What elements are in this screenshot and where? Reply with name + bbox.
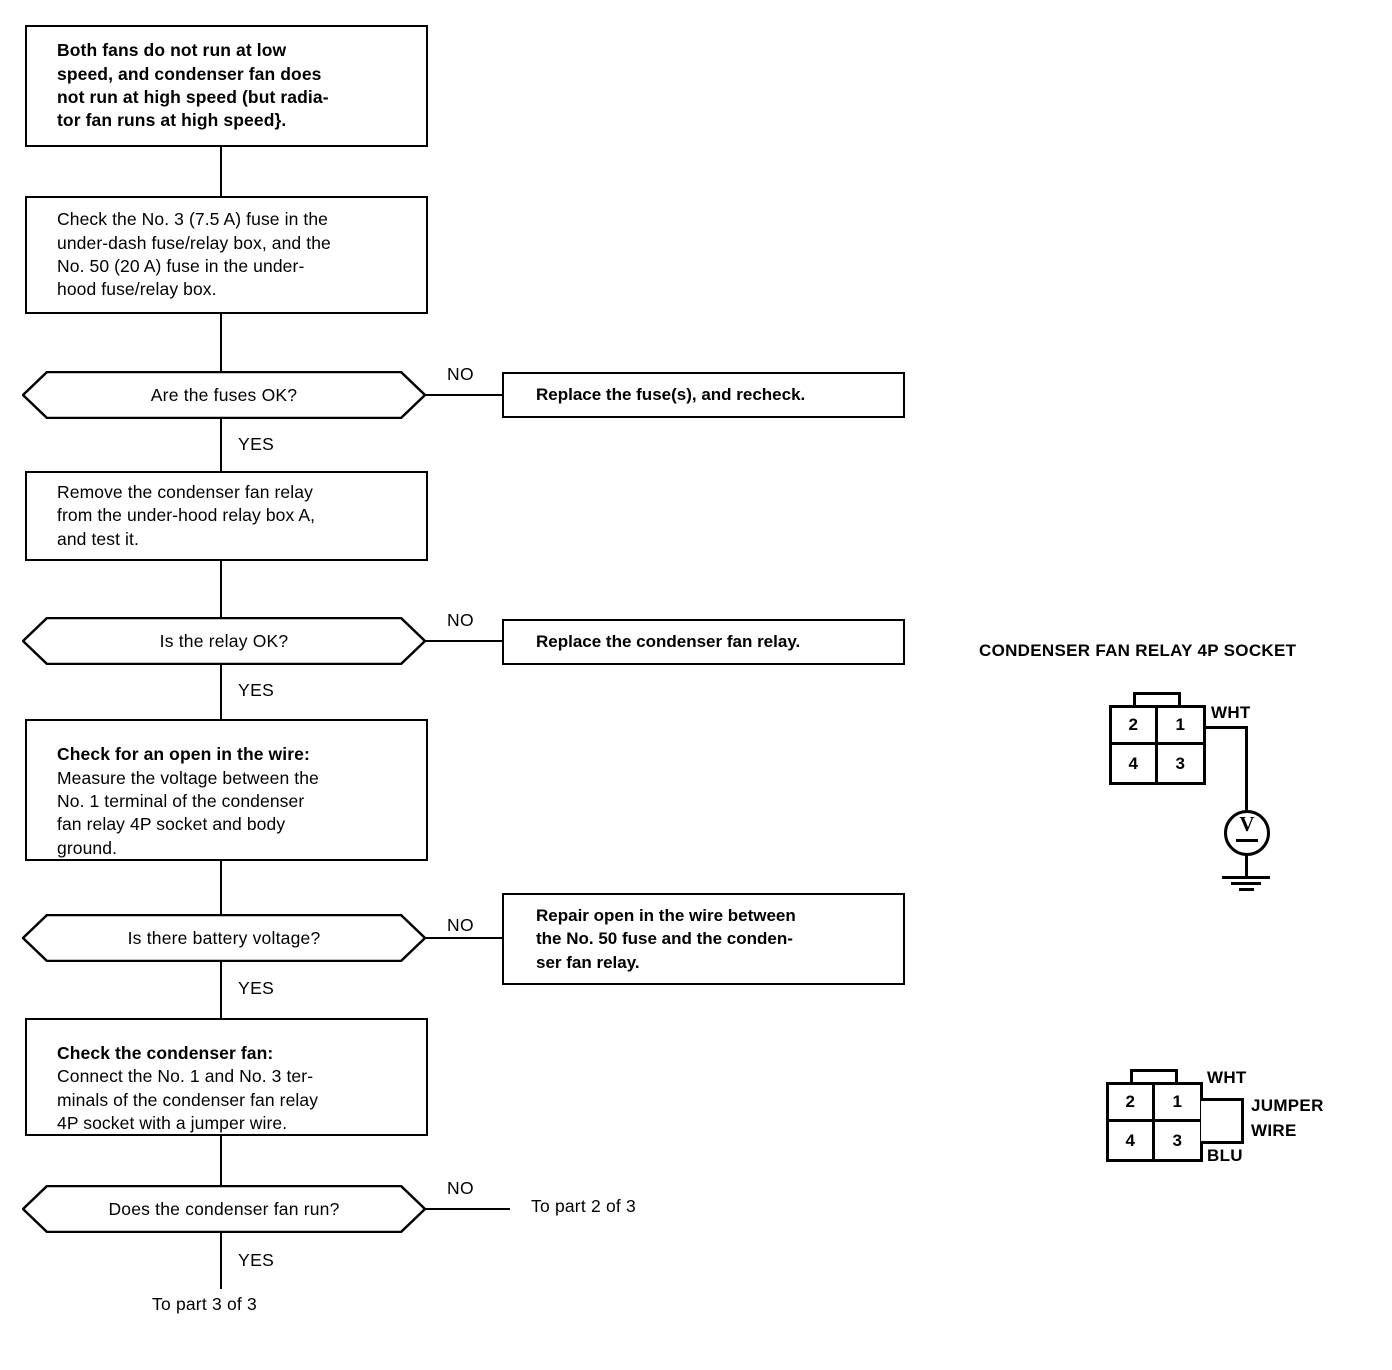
step-remove-relay-box: Remove the condenser fan relay from the … xyxy=(25,471,428,561)
action-replace-fuses-box: Replace the fuse(s), and recheck. xyxy=(502,372,905,418)
socket-jumper-terminal-3: 3 xyxy=(1172,1130,1182,1150)
symptom-box: Both fans do not run at low speed, and c… xyxy=(25,25,428,147)
action-replace-relay-box: Replace the condenser fan relay. xyxy=(502,619,905,665)
socket-jumper-terminal-4: 4 xyxy=(1109,1122,1155,1159)
action-repair-open-text: Repair open in the wire between the No. … xyxy=(536,906,796,972)
jumper-wire-label-line1: JUMPER xyxy=(1251,1096,1324,1115)
voltmeter-letter: V xyxy=(1239,812,1255,836)
branch-yes-fuses-line xyxy=(220,419,222,471)
wire-label-blu-jumper: BLU xyxy=(1207,1146,1243,1165)
jumper-wire-loop xyxy=(1201,1098,1244,1144)
branch-no-fuses-label: NO xyxy=(447,364,475,384)
wire-wht-horizontal xyxy=(1204,726,1248,729)
step-check-fuses-text: Check the No. 3 (7.5 A) fuse in the unde… xyxy=(57,209,331,300)
socket-jumper-terminal-2: 2 xyxy=(1109,1085,1155,1122)
branch-no-voltage-label: NO xyxy=(447,915,475,935)
step-check-open-wire-body: Measure the voltage between the No. 1 te… xyxy=(57,767,319,858)
socket-voltage-test: 2 1 4 3 xyxy=(1109,705,1206,785)
action-replace-fuses-text: Replace the fuse(s), and recheck. xyxy=(536,385,806,405)
branch-yes-relay-line xyxy=(220,665,222,719)
step-check-condenser-fan-header: Check the condenser fan: xyxy=(57,1043,274,1064)
socket-diagram-title: CONDENSER FAN RELAY 4P SOCKET xyxy=(979,641,1297,660)
branch-yes-fuses-label: YES xyxy=(238,434,275,454)
ground-symbol xyxy=(1222,876,1270,894)
connector-check-fan-to-decision xyxy=(220,1136,222,1186)
socket-tab-jumper-test xyxy=(1130,1069,1178,1083)
branch-yes-voltage-line xyxy=(220,962,222,1018)
socket-terminal-3: 3 xyxy=(1175,753,1185,773)
wire-voltmeter-to-ground xyxy=(1245,855,1248,877)
socket-terminal-4: 4 xyxy=(1112,745,1158,782)
decision-fuses-ok-label: Are the fuses OK? xyxy=(150,384,298,405)
goto-part-3-label: To part 3 of 3 xyxy=(152,1294,257,1314)
socket-tab-voltage-test xyxy=(1133,692,1181,706)
symptom-text: Both fans do not run at low speed, and c… xyxy=(57,40,329,131)
connector-remove-relay-to-decision xyxy=(220,561,222,618)
socket-terminal-2: 2 xyxy=(1112,708,1158,745)
step-check-open-wire-header: Check for an open in the wire: xyxy=(57,744,310,765)
branch-no-fan-label: NO xyxy=(447,1178,475,1198)
action-replace-relay-text: Replace the condenser fan relay. xyxy=(536,632,801,652)
step-check-fuses-box: Check the No. 3 (7.5 A) fuse in the unde… xyxy=(25,196,428,314)
jumper-wire-label-line2: WIRE xyxy=(1251,1121,1297,1140)
wire-wht-vertical xyxy=(1245,726,1248,810)
step-check-condenser-fan-box: Check the condenser fan:Connect the No. … xyxy=(25,1018,428,1136)
branch-yes-relay-label: YES xyxy=(238,680,275,700)
voltmeter-dc-bar xyxy=(1236,839,1258,842)
branch-no-voltage-line xyxy=(426,937,504,939)
decision-condenser-fan-run-label: Does the condenser fan run? xyxy=(108,1198,340,1219)
wire-label-wht-jumper: WHT xyxy=(1207,1068,1247,1087)
decision-battery-voltage-label: Is there battery voltage? xyxy=(127,927,321,948)
socket-jumper-terminal-1: 1 xyxy=(1154,1085,1200,1122)
branch-no-relay-label: NO xyxy=(447,610,475,630)
connector-symptom-to-fuse-step xyxy=(220,147,222,196)
step-check-condenser-fan-body: Connect the No. 1 and No. 3 ter- minals … xyxy=(57,1066,319,1133)
socket-jumper-test: 2 1 4 3 xyxy=(1106,1082,1203,1162)
step-check-open-wire-box: Check for an open in the wire:Measure th… xyxy=(25,719,428,861)
socket-terminal-1: 1 xyxy=(1157,708,1203,745)
decision-condenser-fan-run: Does the condenser fan run? xyxy=(22,1185,426,1233)
branch-yes-voltage-label: YES xyxy=(238,978,275,998)
branch-yes-fan-label: YES xyxy=(238,1250,275,1270)
wire-label-wht-voltage: WHT xyxy=(1211,703,1251,722)
decision-relay-ok: Is the relay OK? xyxy=(22,617,426,665)
decision-battery-voltage: Is there battery voltage? xyxy=(22,914,426,962)
connector-open-wire-to-decision xyxy=(220,861,222,915)
decision-fuses-ok: Are the fuses OK? xyxy=(22,371,426,419)
action-repair-open-box: Repair open in the wire between the No. … xyxy=(502,893,905,985)
step-remove-relay-text: Remove the condenser fan relay from the … xyxy=(57,482,316,549)
branch-no-relay-line xyxy=(426,640,504,642)
goto-part-2-label: To part 2 of 3 xyxy=(531,1196,636,1216)
decision-relay-ok-label: Is the relay OK? xyxy=(159,630,289,651)
connector-fuse-step-to-decision xyxy=(220,314,222,372)
branch-no-fan-line xyxy=(426,1208,510,1210)
branch-yes-fan-line xyxy=(220,1233,222,1289)
voltmeter-symbol: V xyxy=(1224,810,1270,856)
branch-no-fuses-line xyxy=(426,394,504,396)
